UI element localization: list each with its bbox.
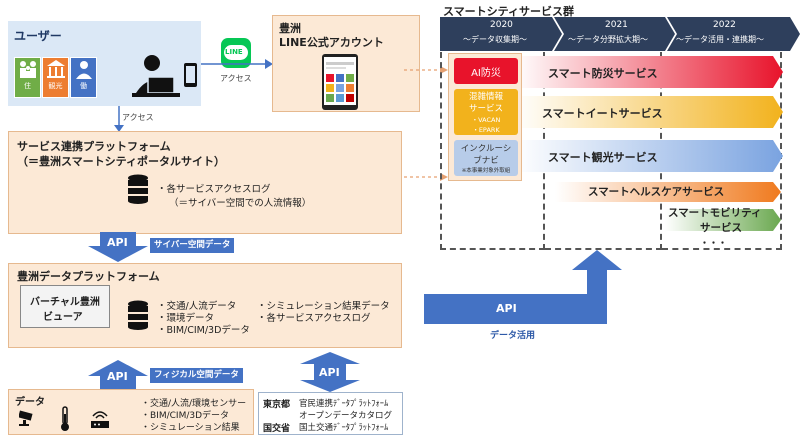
camera-icon bbox=[19, 410, 33, 426]
band-tourism bbox=[515, 140, 783, 172]
user-tile-work: 働 bbox=[70, 57, 97, 98]
year-column-2022 bbox=[662, 52, 782, 250]
access-down-label: アクセス bbox=[122, 113, 154, 122]
user-title: ユーザー bbox=[14, 29, 62, 43]
line-title-1: 豊洲 bbox=[279, 22, 301, 35]
line-logo-icon: LINE bbox=[221, 38, 251, 68]
api-big-arrow bbox=[424, 250, 622, 324]
ai-disaster-item: AI防災 bbox=[454, 58, 518, 84]
year-2022: 2022 bbox=[713, 20, 736, 30]
family-icon bbox=[19, 61, 36, 78]
phase-2020: ～データ収集期～ bbox=[463, 35, 527, 44]
api-physical-label: API bbox=[107, 370, 128, 383]
service-mobility-2: サービス bbox=[700, 222, 742, 234]
crowd-info-label: ・VACAN bbox=[471, 116, 501, 124]
gov-line: オープンデータカタログ bbox=[299, 411, 392, 421]
crowd-info-label: 混雑情報 bbox=[468, 92, 503, 102]
band-mobility bbox=[665, 209, 781, 231]
crowd-info-label: ・EPARK bbox=[472, 126, 500, 134]
portal-bullet-2: （＝サイバー空間での人流情報） bbox=[169, 198, 312, 209]
government-platform-box: 東京都 官民連携ﾃﾞｰﾀﾌﾟﾗｯﾄﾌｫｰﾑ オープンデータカタログ 国交省 国土… bbox=[258, 392, 403, 435]
data-utilization-caption: データ活用 bbox=[490, 331, 536, 341]
crowd-info-item: 混雑情報 サービス ・VACAN ・EPARK bbox=[454, 89, 518, 135]
smartphone-screen-icon bbox=[322, 54, 358, 110]
service-eat: スマートイートサービス bbox=[542, 107, 663, 120]
line-logo-text: LINE bbox=[225, 48, 243, 56]
data-source-title: データ bbox=[15, 397, 45, 408]
early-services-box: AI防災 混雑情報 サービス ・VACAN ・EPARK インクルーシ ブナビ … bbox=[448, 53, 522, 181]
api-physical-arrow bbox=[88, 360, 148, 390]
api-gov-double-arrow bbox=[300, 352, 360, 392]
dp-col2-item: ・各サービスアクセスログ bbox=[257, 313, 371, 324]
tile-label: 住 bbox=[24, 82, 31, 90]
phase-2022: ～データ活用・連携期～ bbox=[676, 35, 764, 44]
data-platform-title: 豊洲データプラットフォーム bbox=[17, 270, 160, 283]
router-sensor-icon bbox=[91, 411, 109, 428]
data-source-box: データ ・交通/人流/環境センサー ・BIM/CIM/3Dデータ ・シミュレーシ… bbox=[8, 389, 254, 435]
inclusive-navi-label: ※本事業対象外取組 bbox=[461, 168, 511, 174]
database-icon bbox=[128, 300, 148, 330]
portal-title-1: サービス連携プラットフォーム bbox=[17, 140, 171, 153]
services-ellipsis: ・・・ bbox=[700, 239, 728, 249]
tile-label: 観光 bbox=[48, 82, 63, 90]
user-box: ユーザー 住 観光 働 bbox=[8, 21, 201, 106]
api-gov-label: API bbox=[319, 366, 340, 379]
cyber-data-label: サイバー空間データ bbox=[150, 238, 235, 253]
service-healthcare: スマートヘルスケアサービス bbox=[588, 186, 725, 198]
service-tourism: スマート観光サービス bbox=[548, 151, 658, 164]
viewer-title-2: ビューア bbox=[43, 312, 83, 323]
user-tile-tourism: 観光 bbox=[42, 57, 69, 98]
portal-title-2: （＝豊洲スマートシティポータルサイト） bbox=[17, 155, 226, 168]
service-mobility-1: スマートモビリティ bbox=[668, 207, 762, 219]
service-bands bbox=[515, 56, 783, 231]
gov-org-tokyo: 東京都 bbox=[263, 400, 291, 410]
line-official-account-box: 豊洲 LINE公式アカウント bbox=[272, 15, 420, 112]
year-2020: 2020 bbox=[490, 20, 513, 30]
physical-data-label: フィジカル空間データ bbox=[150, 368, 243, 383]
dp-col1-item: ・環境データ bbox=[157, 313, 215, 324]
dp-col1-item: ・交通/人流データ bbox=[157, 301, 237, 312]
user-laptop-phone-icon bbox=[132, 55, 197, 97]
band-healthcare bbox=[555, 182, 781, 202]
api-big-label: API bbox=[496, 302, 517, 315]
service-disaster: スマート防災サービス bbox=[548, 67, 658, 80]
services-title: スマートシティサービス群 bbox=[443, 5, 575, 18]
access-arrow bbox=[201, 59, 273, 69]
ai-disaster-label: AI防災 bbox=[471, 67, 501, 79]
data-source-item: ・BIM/CIM/3Dデータ bbox=[141, 411, 230, 421]
inclusive-navi-item: インクルーシ ブナビ ※本事業対象外取組 bbox=[454, 140, 518, 176]
portal-bullet-1: ・各サービスアクセスログ bbox=[157, 184, 271, 195]
thermometer-icon bbox=[61, 406, 69, 431]
user-tile-live: 住 bbox=[14, 57, 41, 98]
dotted-arrow-portal bbox=[404, 173, 448, 181]
inclusive-navi-label: インクルーシ bbox=[460, 144, 512, 154]
worker-icon bbox=[75, 61, 92, 79]
viewer-title-1: バーチャル豊洲 bbox=[30, 297, 100, 308]
data-source-item: ・交通/人流/環境センサー bbox=[141, 399, 247, 409]
line-access-label: アクセス bbox=[220, 74, 252, 83]
api-cyber-arrow bbox=[88, 232, 148, 262]
year-2021: 2021 bbox=[605, 20, 628, 30]
dotted-arrow-line bbox=[404, 66, 448, 74]
phase-2021: ～データ分野拡大期～ bbox=[568, 35, 648, 44]
dp-col1-item: ・BIM/CIM/3Dデータ bbox=[157, 325, 250, 336]
virtual-toyosu-viewer: バーチャル豊洲 ビューア bbox=[20, 285, 110, 328]
year-header-chevrons bbox=[440, 17, 800, 51]
service-platform-box: サービス連携プラットフォーム （＝豊洲スマートシティポータルサイト） ・各サービ… bbox=[8, 131, 402, 234]
dp-col2-item: ・シミュレーション結果データ bbox=[257, 301, 390, 312]
gov-org-mlit: 国交省 bbox=[263, 424, 291, 434]
gov-line: 官民連携ﾃﾞｰﾀﾌﾟﾗｯﾄﾌｫｰﾑ bbox=[299, 399, 389, 409]
band-disaster bbox=[515, 56, 783, 88]
api-cyber-label: API bbox=[107, 236, 128, 249]
data-source-item: ・シミュレーション結果 bbox=[141, 423, 240, 433]
building-icon bbox=[46, 60, 65, 78]
tile-label: 働 bbox=[80, 82, 87, 90]
line-title-2: LINE公式アカウント bbox=[279, 36, 384, 49]
gov-line: 国土交通ﾃﾞｰﾀﾌﾟﾗｯﾄﾌｫｰﾑ bbox=[299, 423, 389, 433]
database-icon bbox=[128, 174, 148, 204]
inclusive-navi-label: ブナビ bbox=[473, 156, 499, 166]
band-eat bbox=[515, 96, 783, 128]
access-down-arrow bbox=[114, 106, 124, 132]
crowd-info-label: サービス bbox=[468, 104, 503, 114]
